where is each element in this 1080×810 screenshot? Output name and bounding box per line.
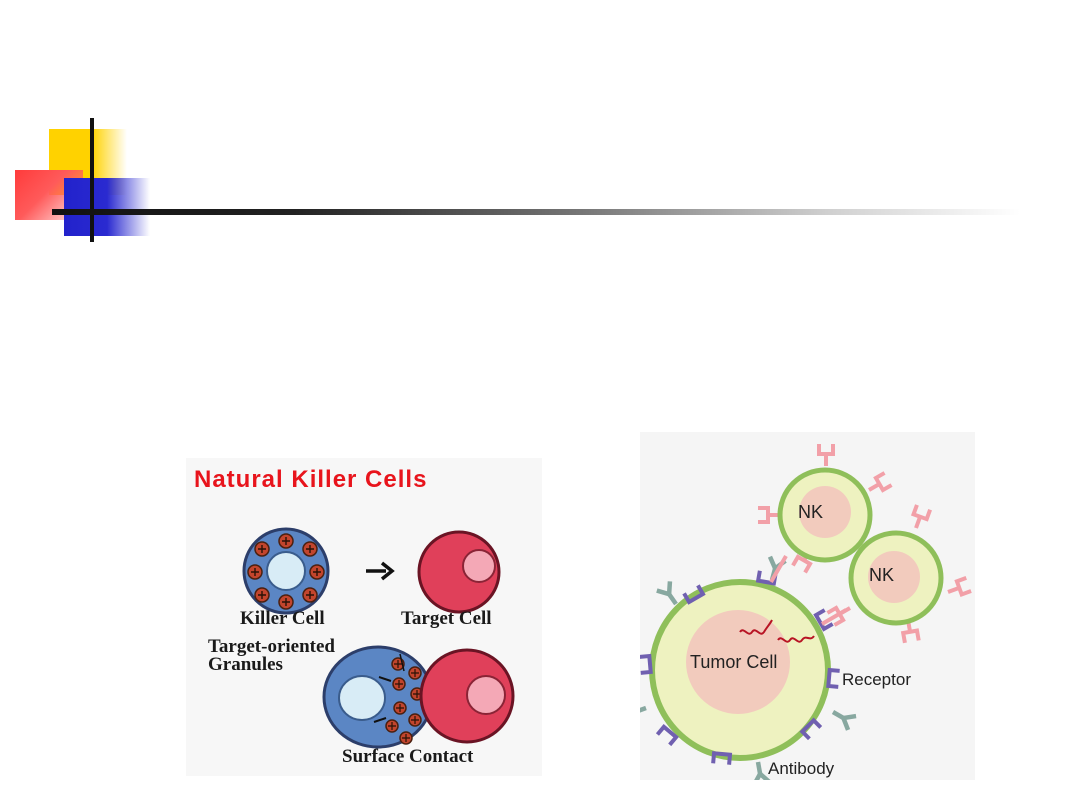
- natural-killer-cells-figure: Natural Killer Cells: [186, 458, 542, 776]
- granules-label-line2: Granules: [208, 654, 283, 675]
- surface-contact-cells: [322, 645, 515, 749]
- title-underline: [52, 209, 1020, 215]
- killer-cell-label: Killer Cell: [240, 608, 325, 629]
- figure-title: Natural Killer Cells: [194, 466, 428, 493]
- killer-cell: [242, 527, 330, 615]
- target-cell: [417, 530, 501, 614]
- granules-label-line1: Target-oriented: [208, 636, 335, 657]
- nk-cell-2: [848, 530, 944, 626]
- surface-contact-label: Surface Contact: [342, 746, 474, 767]
- arrow-icon: [366, 561, 395, 581]
- granules-pointer: [399, 653, 405, 672]
- nk-label-1: NK: [798, 502, 824, 522]
- receptor-label: Receptor: [842, 670, 911, 689]
- tumor-cell: [649, 579, 831, 761]
- decor-vertical-line: [90, 118, 94, 242]
- nk-cells-illustration: [242, 527, 515, 749]
- target-cell-label: Target Cell: [401, 608, 492, 629]
- decor-square-blue: [64, 178, 150, 236]
- antibody-label: Antibody: [768, 759, 835, 778]
- nk-tumor-illustration: [640, 442, 974, 780]
- nk-tumor-cell-figure: NK NK Tumor Cell Receptor Antibody: [640, 432, 975, 780]
- nk-cell-1: [777, 467, 873, 563]
- tumor-cell-label: Tumor Cell: [690, 652, 778, 672]
- nk-antibody-links: [769, 555, 848, 626]
- nk-label-2: NK: [869, 565, 895, 585]
